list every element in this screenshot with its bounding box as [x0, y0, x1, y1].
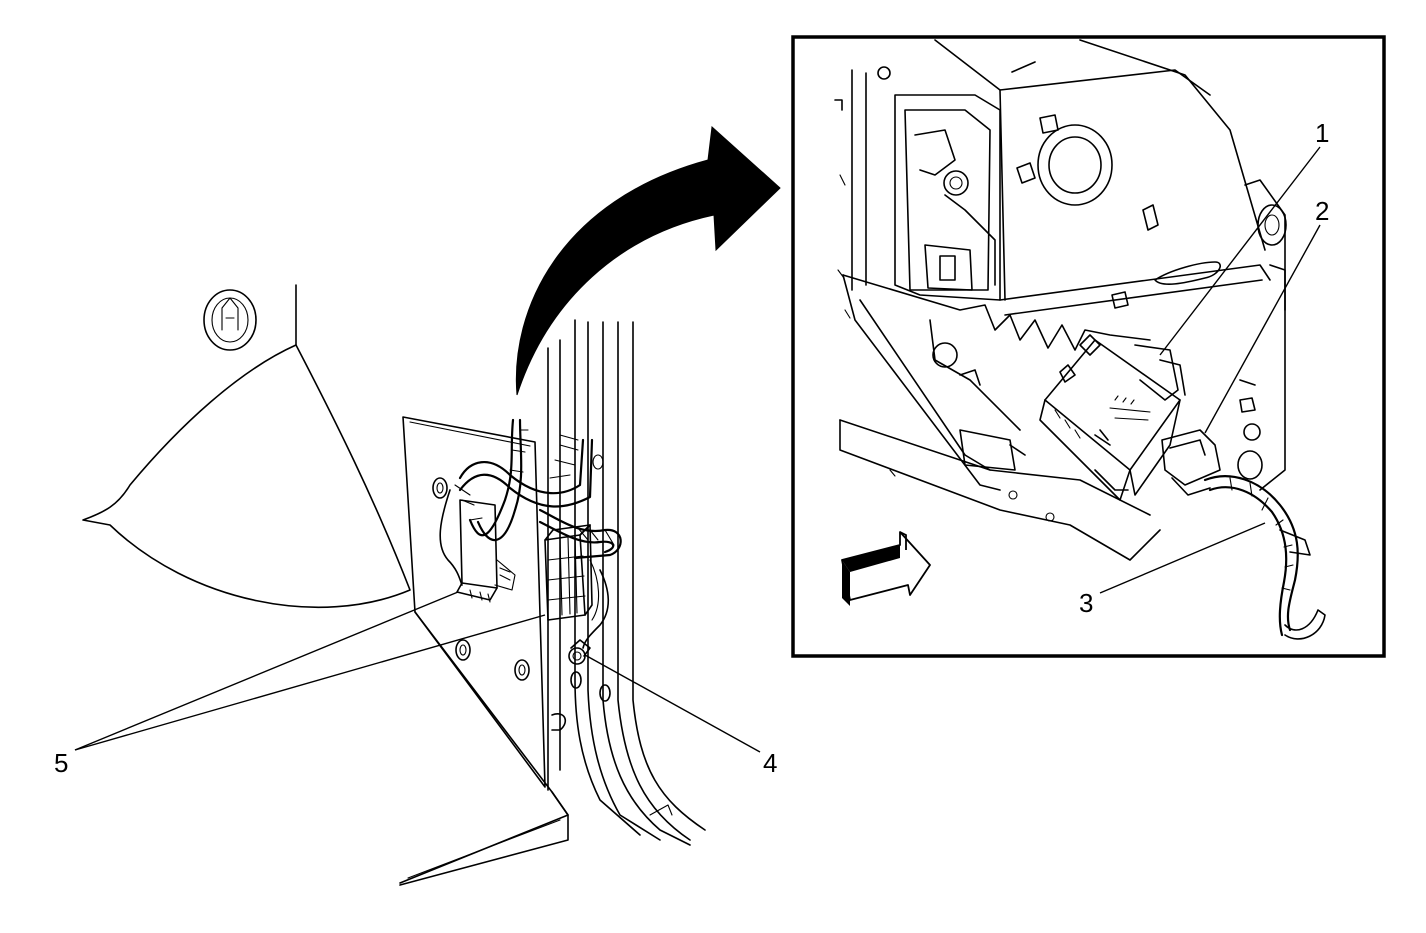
callout-4: 4: [763, 748, 778, 778]
seat-frame-rail: [999, 179, 1287, 491]
inset-frame: [791, 35, 1386, 658]
leader-3: [1099, 522, 1266, 594]
callout-1: 1: [1315, 118, 1330, 148]
leader-4: [584, 654, 761, 753]
seat-housing: [834, 39, 1266, 301]
leader-5b: [74, 614, 546, 751]
detail-inset: [791, 35, 1386, 658]
mounting-plate: [399, 416, 569, 886]
callout-2: 2: [1315, 196, 1330, 226]
ground-fastener: [568, 639, 591, 665]
curved-arrow-icon: [515, 125, 781, 396]
wiring-harness: [439, 418, 622, 649]
serrated-track: [842, 274, 1151, 491]
control-module: [1039, 334, 1186, 501]
overview-view: [74, 284, 761, 886]
callout-3: 3: [1079, 588, 1094, 618]
anchor-bolt: [203, 289, 257, 351]
body-panel-contour: [82, 344, 411, 609]
callout-5: 5: [54, 748, 69, 778]
floor-rail: [839, 309, 1161, 561]
door-pillar: [547, 319, 706, 846]
side-bracket: [894, 94, 1001, 301]
leader-2: [1204, 224, 1321, 434]
leader-5a: [74, 591, 459, 751]
module-harness: [1161, 379, 1326, 640]
left-connector: [456, 499, 516, 603]
right-connector: [544, 524, 593, 621]
view-direction-arrow-icon: [841, 531, 931, 606]
leader-1: [1159, 146, 1321, 356]
